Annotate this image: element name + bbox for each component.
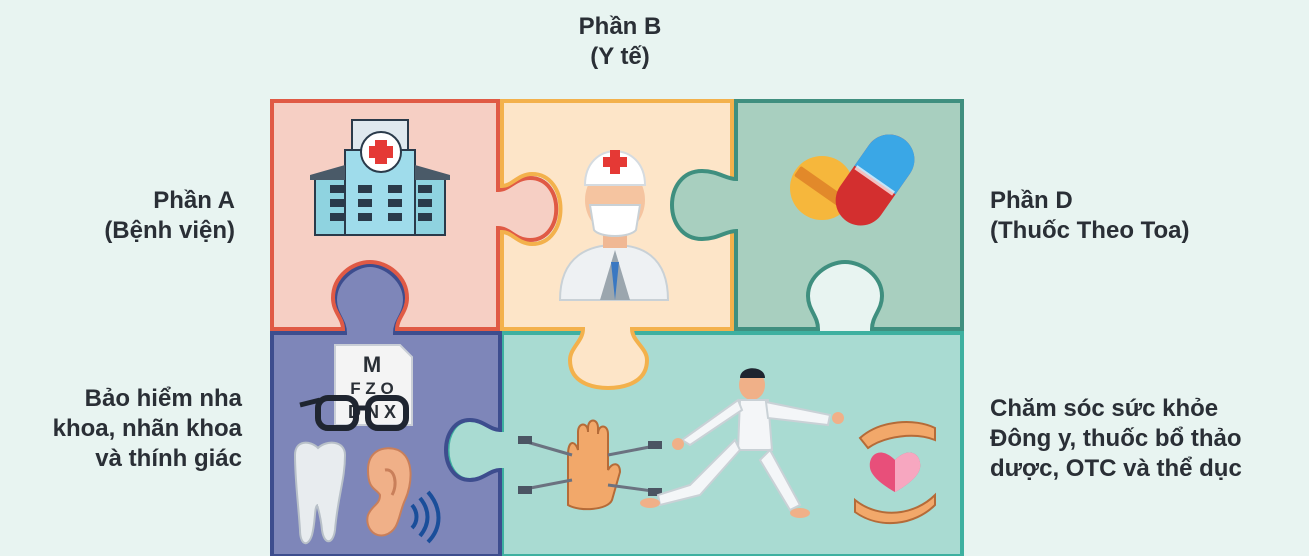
label-c-line-2: khoa, nhãn khoa <box>52 415 242 442</box>
label-dental-vision-hearing: Bảo hiểm nha khoa, nhãn khoa và thính gi… <box>0 384 242 474</box>
label-e-line-3: dược, OTC và thể dục <box>990 455 1242 482</box>
label-part-d-title: Phần D <box>990 187 1073 214</box>
label-part-d-subtitle: (Thuốc Theo Toa) <box>990 217 1190 244</box>
label-part-a-title: Phần A <box>153 187 235 214</box>
doctor-icon <box>558 150 670 301</box>
eye-chart-icon: M F Z O D N X <box>334 344 413 426</box>
label-c-line-3: và thính giác <box>95 445 242 472</box>
label-c-line-1: Bảo hiểm nha <box>84 385 242 412</box>
label-wellness: Chăm sóc sức khỏe Đông y, thuốc bổ thảo … <box>990 394 1305 484</box>
label-part-a: Phần A (Bệnh viện) <box>30 186 235 246</box>
eye-chart-row-2: F Z O <box>350 379 393 398</box>
glasses-icon <box>299 395 409 431</box>
label-part-d: Phần D (Thuốc Theo Toa) <box>990 186 1290 246</box>
ear-icon <box>366 447 441 544</box>
label-e-line-1: Chăm sóc sức khỏe <box>990 395 1219 422</box>
tai-chi-person-icon <box>640 368 844 518</box>
label-part-a-subtitle: (Bệnh viện) <box>104 217 235 244</box>
tooth-icon <box>293 441 347 545</box>
heart-hands-icon <box>854 421 936 525</box>
label-part-b-title: Phần B <box>578 13 662 40</box>
acupuncture-hand-icon <box>518 419 662 511</box>
eye-chart-row-1: M <box>363 352 381 377</box>
label-part-b-subtitle: (Y tế) <box>590 43 650 70</box>
label-part-b: Phần B (Y tế) <box>520 12 720 72</box>
label-e-line-2: Đông y, thuốc bổ thảo <box>990 425 1242 452</box>
pill-icon <box>790 134 915 226</box>
hospital-icon <box>310 119 450 236</box>
